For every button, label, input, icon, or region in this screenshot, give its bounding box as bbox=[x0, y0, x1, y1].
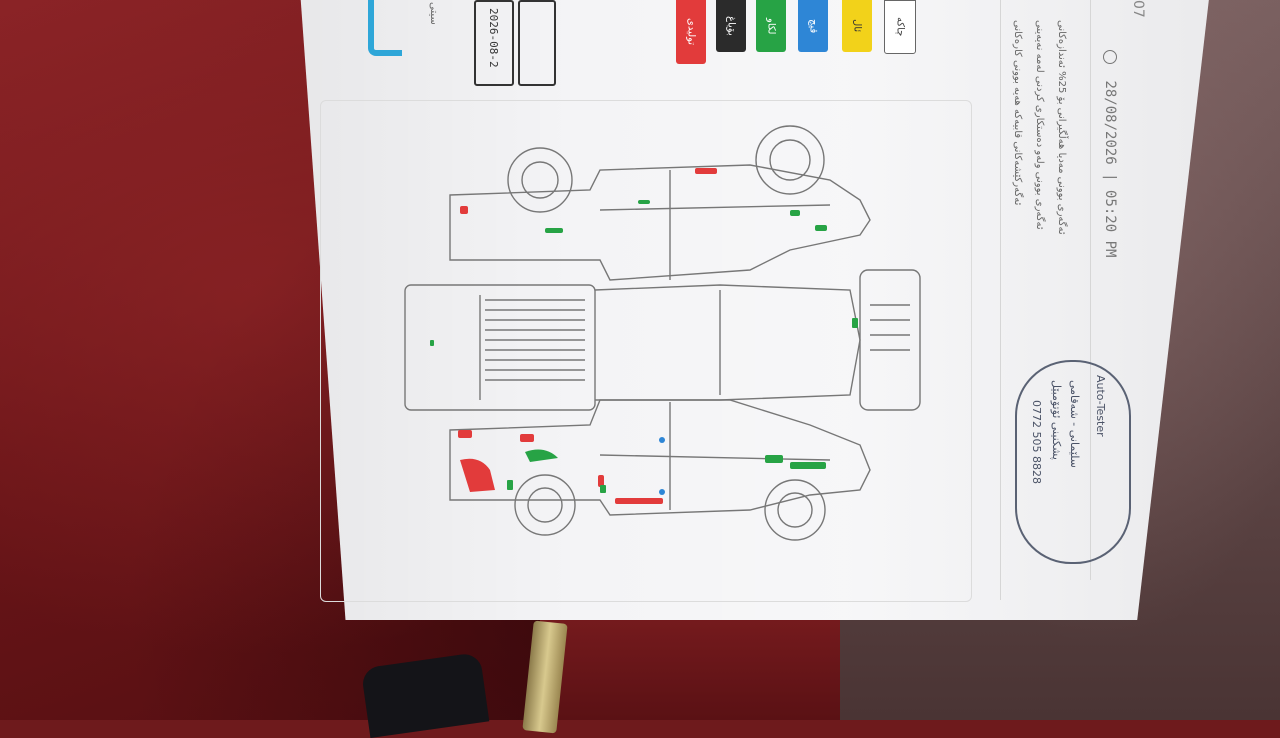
damage-mark-green bbox=[638, 200, 650, 204]
legend-chip: ئال bbox=[842, 0, 872, 52]
legend-chip: چاکه bbox=[884, 0, 916, 54]
brand-label: سیتی bbox=[428, 2, 439, 25]
clock-icon bbox=[1103, 50, 1117, 64]
inspection-timestamp: 28/08/2026 | 05:20 PM bbox=[1102, 50, 1118, 257]
vehicle-diagram bbox=[404, 125, 921, 541]
damage-mark-green bbox=[430, 340, 434, 346]
damage-mark-red bbox=[615, 498, 663, 504]
legend-chip: لکاو bbox=[756, 0, 786, 52]
stamp-line-2: سلێمانی - شەقامی bbox=[1068, 380, 1081, 468]
legend-chip: تولیدی bbox=[676, 0, 706, 64]
second-field bbox=[518, 0, 556, 86]
damage-mark-green bbox=[852, 318, 858, 328]
damage-mark-red bbox=[460, 458, 495, 492]
damage-mark-green bbox=[545, 228, 563, 233]
stamp-phone: 0772 505 8828 bbox=[1030, 400, 1043, 484]
damage-markers bbox=[430, 168, 858, 504]
notes-divider bbox=[1000, 0, 1001, 600]
stamp-brand: Auto-Tester bbox=[1094, 375, 1107, 437]
damage-mark-green bbox=[525, 449, 558, 462]
damage-mark-blue bbox=[659, 437, 665, 443]
damage-mark-red bbox=[458, 430, 472, 438]
pickup-side-view-left bbox=[449, 125, 871, 281]
date-value: 2026-08-2 bbox=[487, 8, 500, 68]
damage-mark-red bbox=[598, 475, 604, 487]
seat-edge bbox=[540, 600, 840, 720]
damage-mark-red bbox=[695, 168, 717, 174]
date-field bbox=[474, 0, 514, 86]
damage-mark-red bbox=[520, 434, 534, 442]
note-line-1: ئەگەرکێشەکانی قابیەکە ھەیە بوونی کارەکان… bbox=[1012, 20, 1023, 206]
pickup-top-view bbox=[404, 269, 921, 411]
note-line-2: ئەگەری بوونی ولەو دەستکاری کردنی لەمە نە… bbox=[1034, 20, 1045, 230]
pickup-side-view-right bbox=[449, 399, 871, 541]
diagram-frame bbox=[320, 100, 972, 602]
damage-mark-green bbox=[815, 225, 827, 231]
timestamp-text: 28/08/2026 | 05:20 PM bbox=[1102, 80, 1118, 258]
damage-mark-green bbox=[790, 462, 826, 469]
footer-divider bbox=[1090, 0, 1091, 580]
damage-mark-red bbox=[460, 206, 468, 214]
damage-mark-blue bbox=[659, 489, 665, 495]
damage-mark-green bbox=[790, 210, 800, 216]
note-line-3: ئەگەری بوونی مەدیا هەڵگیرانی بۆ 25% ئەند… bbox=[1056, 20, 1067, 235]
timestamp-extra: 07 bbox=[1130, 0, 1146, 18]
legend-chip: بۆیاغ bbox=[716, 0, 746, 52]
car-key-fob bbox=[360, 651, 490, 738]
workshop-stamp bbox=[1015, 360, 1131, 564]
damage-mark-green bbox=[600, 485, 606, 493]
damage-mark-green bbox=[765, 455, 783, 463]
legend-chip: قیچ bbox=[798, 0, 828, 52]
stamp-line-1: پشکنینی ئۆتۆمبێل bbox=[1050, 380, 1063, 460]
damage-mark-green bbox=[507, 480, 513, 490]
brand-logo bbox=[368, 0, 402, 56]
